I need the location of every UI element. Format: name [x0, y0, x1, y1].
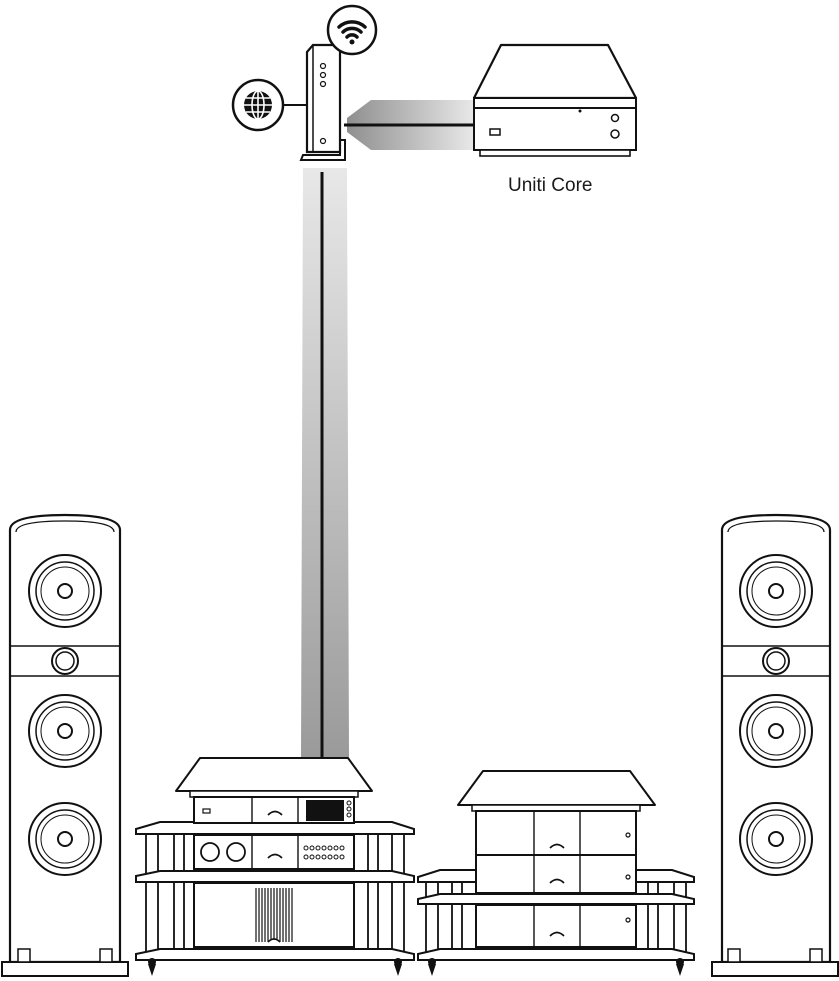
right-hifi-rack: [417, 770, 695, 976]
ethernet-cable-to-rack: [301, 168, 349, 760]
uniti-core-label: Uniti Core: [508, 175, 593, 196]
router: [284, 43, 346, 161]
left-hifi-rack: [135, 757, 415, 976]
ethernet-cable-to-core: [344, 100, 474, 150]
globe-icon: [231, 78, 285, 132]
left-speaker: [1, 513, 129, 977]
right-speaker: [711, 513, 839, 977]
uniti-core-device: [472, 43, 638, 157]
wifi-icon: [326, 4, 378, 56]
